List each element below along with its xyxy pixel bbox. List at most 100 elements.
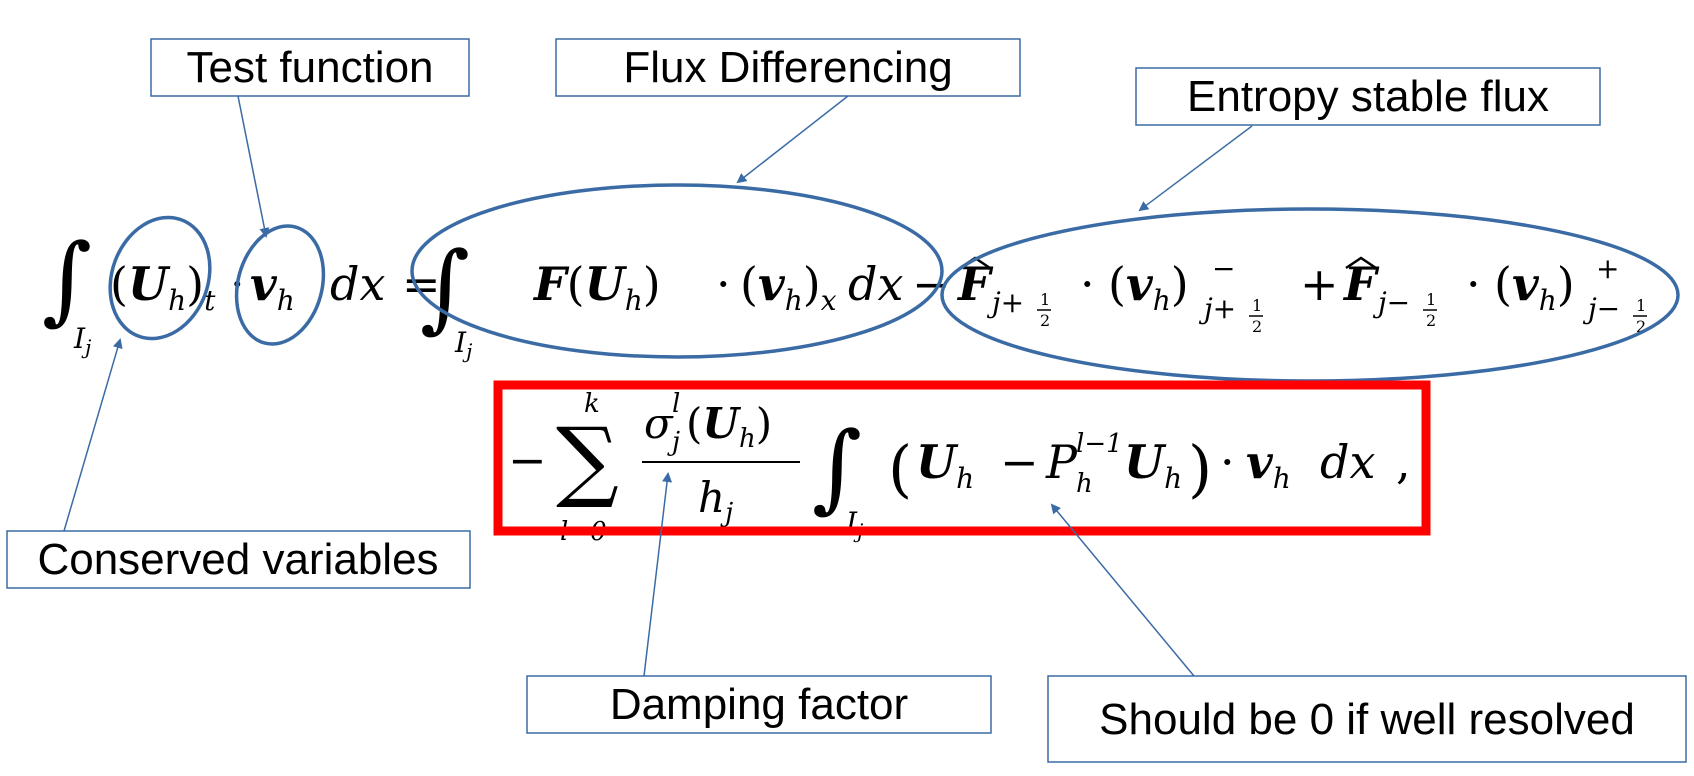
rparen: ) <box>186 257 204 311</box>
f-hat-symbol: F <box>1342 257 1380 311</box>
equation-line-2: − k ∑ l=0 σ l j (Uh) hj ∫ Ij ( Uh − P l−… <box>508 389 1411 547</box>
vh-term: (vh) <box>1108 257 1189 317</box>
u-symbol: U <box>585 257 628 311</box>
lhs-test-term: vh <box>250 257 295 317</box>
test-function-label: Test function <box>186 43 433 92</box>
conserved-variables-box <box>6 530 471 589</box>
u-symbol: U <box>1124 435 1167 489</box>
integral-domain-i: I <box>73 322 86 355</box>
half-num: 1 <box>1636 296 1646 315</box>
u-symbol: U <box>916 435 959 489</box>
projection-sub: h <box>1076 469 1093 499</box>
damping-numerator: σ <box>644 399 674 448</box>
h-symbol: h <box>698 473 725 522</box>
lparen: ( <box>567 257 585 311</box>
conserved-variable-ellipse <box>108 215 212 341</box>
sub-j-plus: j+ <box>986 286 1024 319</box>
test-function-box <box>150 38 470 97</box>
h-subscript: h <box>625 284 643 317</box>
big-lparen: ( <box>888 432 912 505</box>
half-den: 2 <box>1252 317 1262 336</box>
well-resolved-box <box>1047 675 1687 763</box>
h-subscript: h <box>1273 462 1291 495</box>
cdot: · <box>1220 435 1235 489</box>
minus-sign: − <box>508 433 547 487</box>
test-term: vh <box>1246 435 1291 495</box>
lparen: ( <box>110 257 128 311</box>
sigma-symbol: σ <box>644 399 674 448</box>
sup-minus: − <box>1212 252 1235 285</box>
sub-j-minus: j− <box>1582 292 1620 325</box>
f-hat-symbol: F <box>956 257 994 311</box>
lparen: ( <box>686 399 702 448</box>
integral-sign: ∫ <box>812 411 862 523</box>
lparen: ( <box>1494 257 1512 311</box>
v-symbol: v <box>250 257 278 311</box>
cdot: · <box>716 257 731 311</box>
integral-sign: ∫ <box>42 223 92 335</box>
flux-term: F(Uh) <box>532 257 661 317</box>
sup-plus: + <box>1596 252 1619 285</box>
integral-domain-i: I <box>454 326 467 359</box>
damping-factor-arrow <box>643 472 673 677</box>
label-boxes <box>6 38 1687 763</box>
plus-sign: + <box>1300 257 1339 311</box>
half-den: 2 <box>1426 311 1436 330</box>
sum-sign: ∑ <box>556 408 619 511</box>
flux-differencing-label: Flux Differencing <box>623 43 952 92</box>
flux-differencing-box <box>555 38 1021 97</box>
projection-p: P <box>1045 435 1078 489</box>
v-symbol: v <box>1512 257 1540 311</box>
u-symbol: U <box>128 257 171 311</box>
flux-plus-half-term: F j+ 1 2 · (vh) − j+ 1 2 <box>956 252 1263 336</box>
sigma-arg: (Uh) <box>686 399 772 454</box>
rparen: ) <box>803 257 821 311</box>
conserved-variables-label: Conserved variables <box>37 535 438 584</box>
well-resolved-arrow <box>1050 503 1195 677</box>
integral-domain: Ij <box>454 326 472 363</box>
big-rparen: ) <box>1188 432 1212 505</box>
f-symbol: F <box>532 257 570 311</box>
vx-term: (vh)x <box>740 257 837 317</box>
v-symbol: v <box>1126 257 1154 311</box>
conserved-variables-arrow <box>63 338 123 532</box>
h-subscript: h <box>1164 462 1182 495</box>
rparen: ) <box>643 257 661 311</box>
half-num: 1 <box>1252 296 1262 315</box>
integral-domain-j: j <box>462 339 472 363</box>
h-subscript: h <box>277 284 295 317</box>
damping-factor-label: Damping factor <box>610 680 908 729</box>
projected-term: Uh <box>1124 435 1182 495</box>
flux-minus-half-term: F j− 1 2 · (vh) + j− 1 2 <box>1342 252 1647 336</box>
rparen: ) <box>1557 257 1575 311</box>
half-num: 1 <box>1040 290 1050 309</box>
sub-j-minus: j− <box>1372 286 1410 319</box>
h-subscript: h <box>1153 284 1171 317</box>
sub-j-plus: j+ <box>1198 292 1236 325</box>
minus-sign: − <box>1000 435 1039 489</box>
test-function-arrow <box>237 95 270 238</box>
damping-term-box <box>493 380 1431 536</box>
cdot: · <box>1466 257 1481 311</box>
damping-denominator: hj <box>698 473 733 528</box>
sum-top: k <box>584 389 600 419</box>
u-symbol: U <box>702 399 741 448</box>
h-subscript: h <box>785 284 803 317</box>
h-subscript: h <box>956 462 974 495</box>
dx: dx <box>330 257 385 311</box>
dx: dx <box>848 257 903 311</box>
sigma-sup-l: l <box>672 389 680 419</box>
h-subscript: h <box>168 284 186 317</box>
x-subscript: x <box>821 284 837 317</box>
half-den: 2 <box>1040 311 1050 330</box>
integral-domain-j: j <box>81 335 91 359</box>
projection-sup: l−1 <box>1076 429 1123 459</box>
label-texts: Test function Flux Differencing Entropy … <box>37 43 1634 744</box>
lparen: ( <box>1108 257 1126 311</box>
difference-term: Uh <box>916 435 974 495</box>
h-subscript: h <box>739 424 756 454</box>
cdot: · <box>1080 257 1095 311</box>
well-resolved-label: Should be 0 if well resolved <box>1099 695 1635 744</box>
v-symbol: v <box>1246 435 1274 489</box>
